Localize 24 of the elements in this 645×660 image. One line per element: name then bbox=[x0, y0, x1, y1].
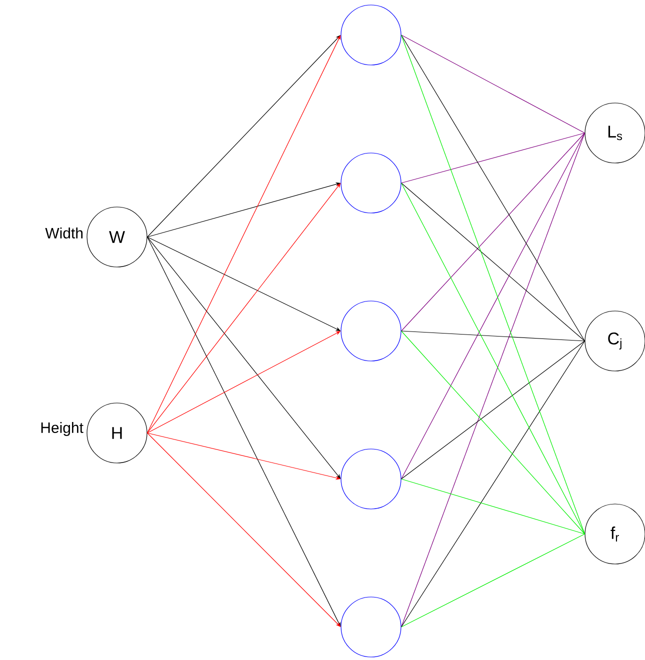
connection-line bbox=[147, 35, 341, 434]
connection-line bbox=[401, 478, 585, 534]
connection-line bbox=[147, 236, 341, 627]
connection-line bbox=[401, 132, 585, 184]
connection-line bbox=[401, 132, 585, 628]
connection-line bbox=[401, 182, 585, 342]
connection-line bbox=[401, 340, 585, 480]
node-caption: Width bbox=[45, 227, 83, 238]
connection-line bbox=[401, 182, 585, 534]
connection-line bbox=[401, 340, 585, 628]
neuron-circle bbox=[340, 300, 402, 362]
connection-line bbox=[401, 34, 585, 534]
neuron-circle bbox=[340, 152, 402, 214]
neuron-circle bbox=[340, 4, 402, 66]
connection-line bbox=[401, 534, 585, 628]
node-caption: Height bbox=[41, 422, 84, 436]
connection-line bbox=[401, 330, 585, 342]
neuron-circle bbox=[340, 448, 402, 510]
connection-line bbox=[401, 34, 585, 342]
connection-line bbox=[401, 34, 585, 134]
connection-line bbox=[401, 330, 585, 534]
connection-line bbox=[401, 132, 585, 480]
neuron-circle bbox=[340, 596, 402, 658]
connection-line bbox=[401, 132, 585, 332]
